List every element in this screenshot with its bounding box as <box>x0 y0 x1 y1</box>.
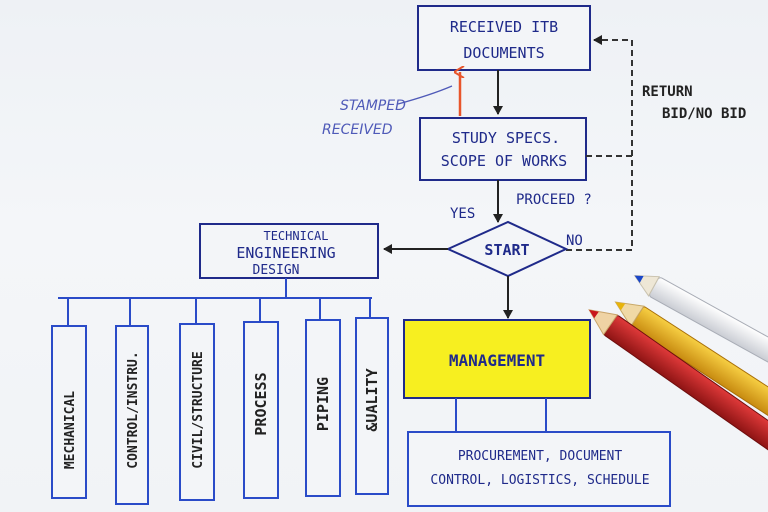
management-label: MANAGEMENT <box>449 351 545 370</box>
discipline-label: PROCESS <box>252 372 270 435</box>
no-label: NO <box>566 233 583 249</box>
bid-no-bid-label: BID/NO BID <box>662 106 746 122</box>
discipline-process: PROCESS <box>243 321 279 499</box>
study-specs-line2: SCOPE OF WORKS <box>441 152 567 170</box>
study-specs-line1: STUDY SPECS. <box>452 129 560 147</box>
study-specs-node: STUDY SPECS. SCOPE OF WORKS <box>419 117 587 181</box>
start-decision-node: START <box>445 220 569 278</box>
procurement-line2: CONTROL, LOGISTICS, SCHEDULE <box>430 473 649 488</box>
received-itb-line2: DOCUMENTS <box>463 44 544 62</box>
stamped-pointer-line <box>397 85 453 105</box>
technical-line1: TECHNICAL <box>263 229 328 243</box>
discipline-label: MECHANICAL <box>63 391 78 469</box>
technical-engineering-node: TECHNICAL ENGINEERING DESIGN <box>199 223 379 279</box>
red-pencil <box>588 309 768 455</box>
yes-label: YES <box>450 206 475 222</box>
discipline-label: CIVIL/STRUCTURE <box>191 351 206 468</box>
technical-line3: DESIGN <box>253 263 300 278</box>
start-label: START <box>484 241 529 259</box>
return-label: RETURN <box>642 84 693 100</box>
discipline-label: PIPING <box>314 377 332 431</box>
technical-line2: ENGINEERING <box>236 244 335 262</box>
yellow-pencil <box>614 301 768 435</box>
discipline-label: &UALITY <box>363 368 381 431</box>
discipline-label: CONTROL/INSTRU. <box>126 351 141 468</box>
received-label: RECEIVED <box>322 122 393 138</box>
procurement-node: PROCUREMENT, DOCUMENT CONTROL, LOGISTICS… <box>407 431 671 507</box>
received-itb-node: RECEIVED ITB DOCUMENTS <box>417 5 591 71</box>
procurement-line1: PROCUREMENT, DOCUMENT <box>458 449 623 464</box>
discipline-mechanical: MECHANICAL <box>51 325 87 499</box>
discipline-bus <box>58 278 372 326</box>
discipline-piping: PIPING <box>305 319 341 497</box>
return-loop-dashed <box>566 35 633 251</box>
discipline-quality: &UALITY <box>355 317 389 495</box>
discipline-control-instru: CONTROL/INSTRU. <box>115 325 149 505</box>
white-blue-pencil <box>633 275 768 388</box>
proceed-label: PROCEED ? <box>516 192 592 208</box>
stamped-label: STAMPED <box>340 98 406 114</box>
received-itb-line1: RECEIVED ITB <box>450 18 558 36</box>
management-node: MANAGEMENT <box>403 319 591 399</box>
discipline-civil-structure: CIVIL/STRUCTURE <box>179 323 215 501</box>
